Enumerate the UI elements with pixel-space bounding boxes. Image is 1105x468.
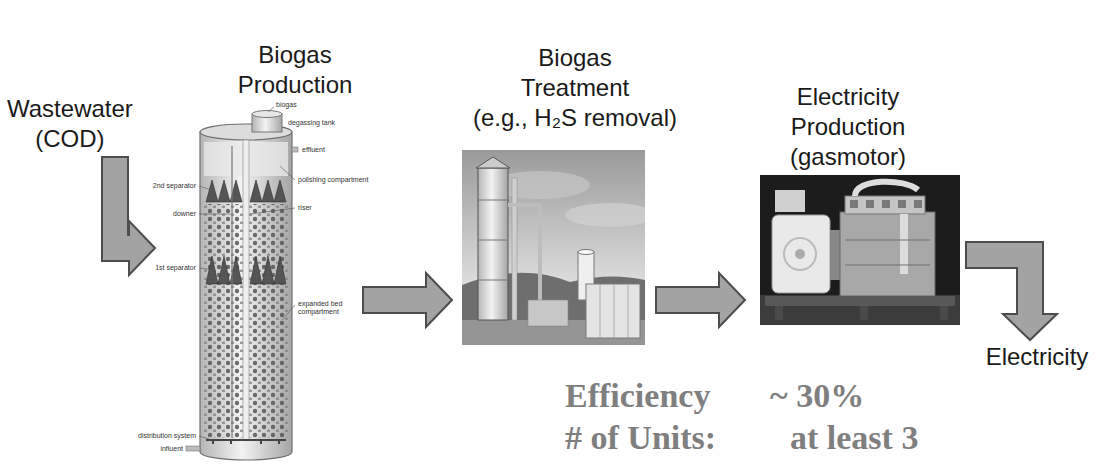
title-line: Wastewater (7, 94, 133, 124)
treatment-plant-photo (462, 150, 645, 345)
arrow-head (719, 273, 745, 327)
part-label: degassing tank (288, 119, 335, 127)
part-label: distribution system (138, 432, 196, 440)
arrow-shaft (967, 255, 1030, 316)
part-label: polishing compartment (298, 176, 368, 184)
process-stage: Biogas Treatment (e.g., H₂S removal) (452, 150, 655, 345)
part-label: riser (298, 204, 312, 212)
note-text: ~ 30% (770, 376, 864, 416)
part-label: expanded bed compartment (298, 300, 348, 316)
title-line: Production (238, 70, 353, 100)
part-label: influent (160, 445, 183, 453)
title-line: Biogas (238, 40, 353, 70)
part-label: biogas (276, 101, 297, 109)
part-label: 2nd separator (153, 182, 196, 190)
note-text: Efficiency (565, 376, 710, 416)
title-line: (gasmotor) (790, 142, 906, 172)
stage-title: Electricity (986, 342, 1089, 372)
stage-title: Biogas Treatment (e.g., H₂S removal) (473, 43, 677, 133)
title-line: (COD) (7, 124, 133, 154)
title-line: Production (790, 112, 906, 142)
process-stage: Biogas Production (155, 105, 362, 458)
stage-title: Wastewater (COD) (7, 94, 133, 154)
arrow-head (1003, 314, 1057, 340)
title-line: Biogas (473, 43, 677, 73)
block-arrow (655, 273, 745, 327)
process-stage: Electricity Production (gasmotor) (745, 175, 965, 325)
arrow-shaft (115, 158, 131, 248)
part-label: effluent (302, 146, 325, 154)
title-line: Electricity (790, 82, 906, 112)
text-node: Wastewater (COD) (3, 92, 137, 156)
title-line: Treatment (473, 73, 677, 103)
stage-title: Electricity Production (gasmotor) (790, 82, 906, 172)
note-text: at least 3 (790, 418, 918, 458)
arrow-head (426, 273, 452, 327)
reactor-illustration (186, 107, 298, 460)
gas-engine-photo (760, 175, 960, 325)
block-arrow (362, 273, 452, 327)
text-node: Electricity (982, 340, 1093, 374)
stage-title: Biogas Production (238, 40, 353, 100)
arrow-shaft (364, 288, 428, 312)
title-line: (e.g., H₂S removal) (473, 103, 677, 133)
arrow-head (129, 221, 155, 275)
block-arrow (965, 255, 1057, 340)
part-label: 1st separator (155, 264, 196, 272)
arrow-shaft (657, 288, 721, 312)
note-text: # of Units: (565, 418, 716, 458)
part-label: downer (173, 210, 196, 218)
block-arrow (115, 156, 155, 275)
